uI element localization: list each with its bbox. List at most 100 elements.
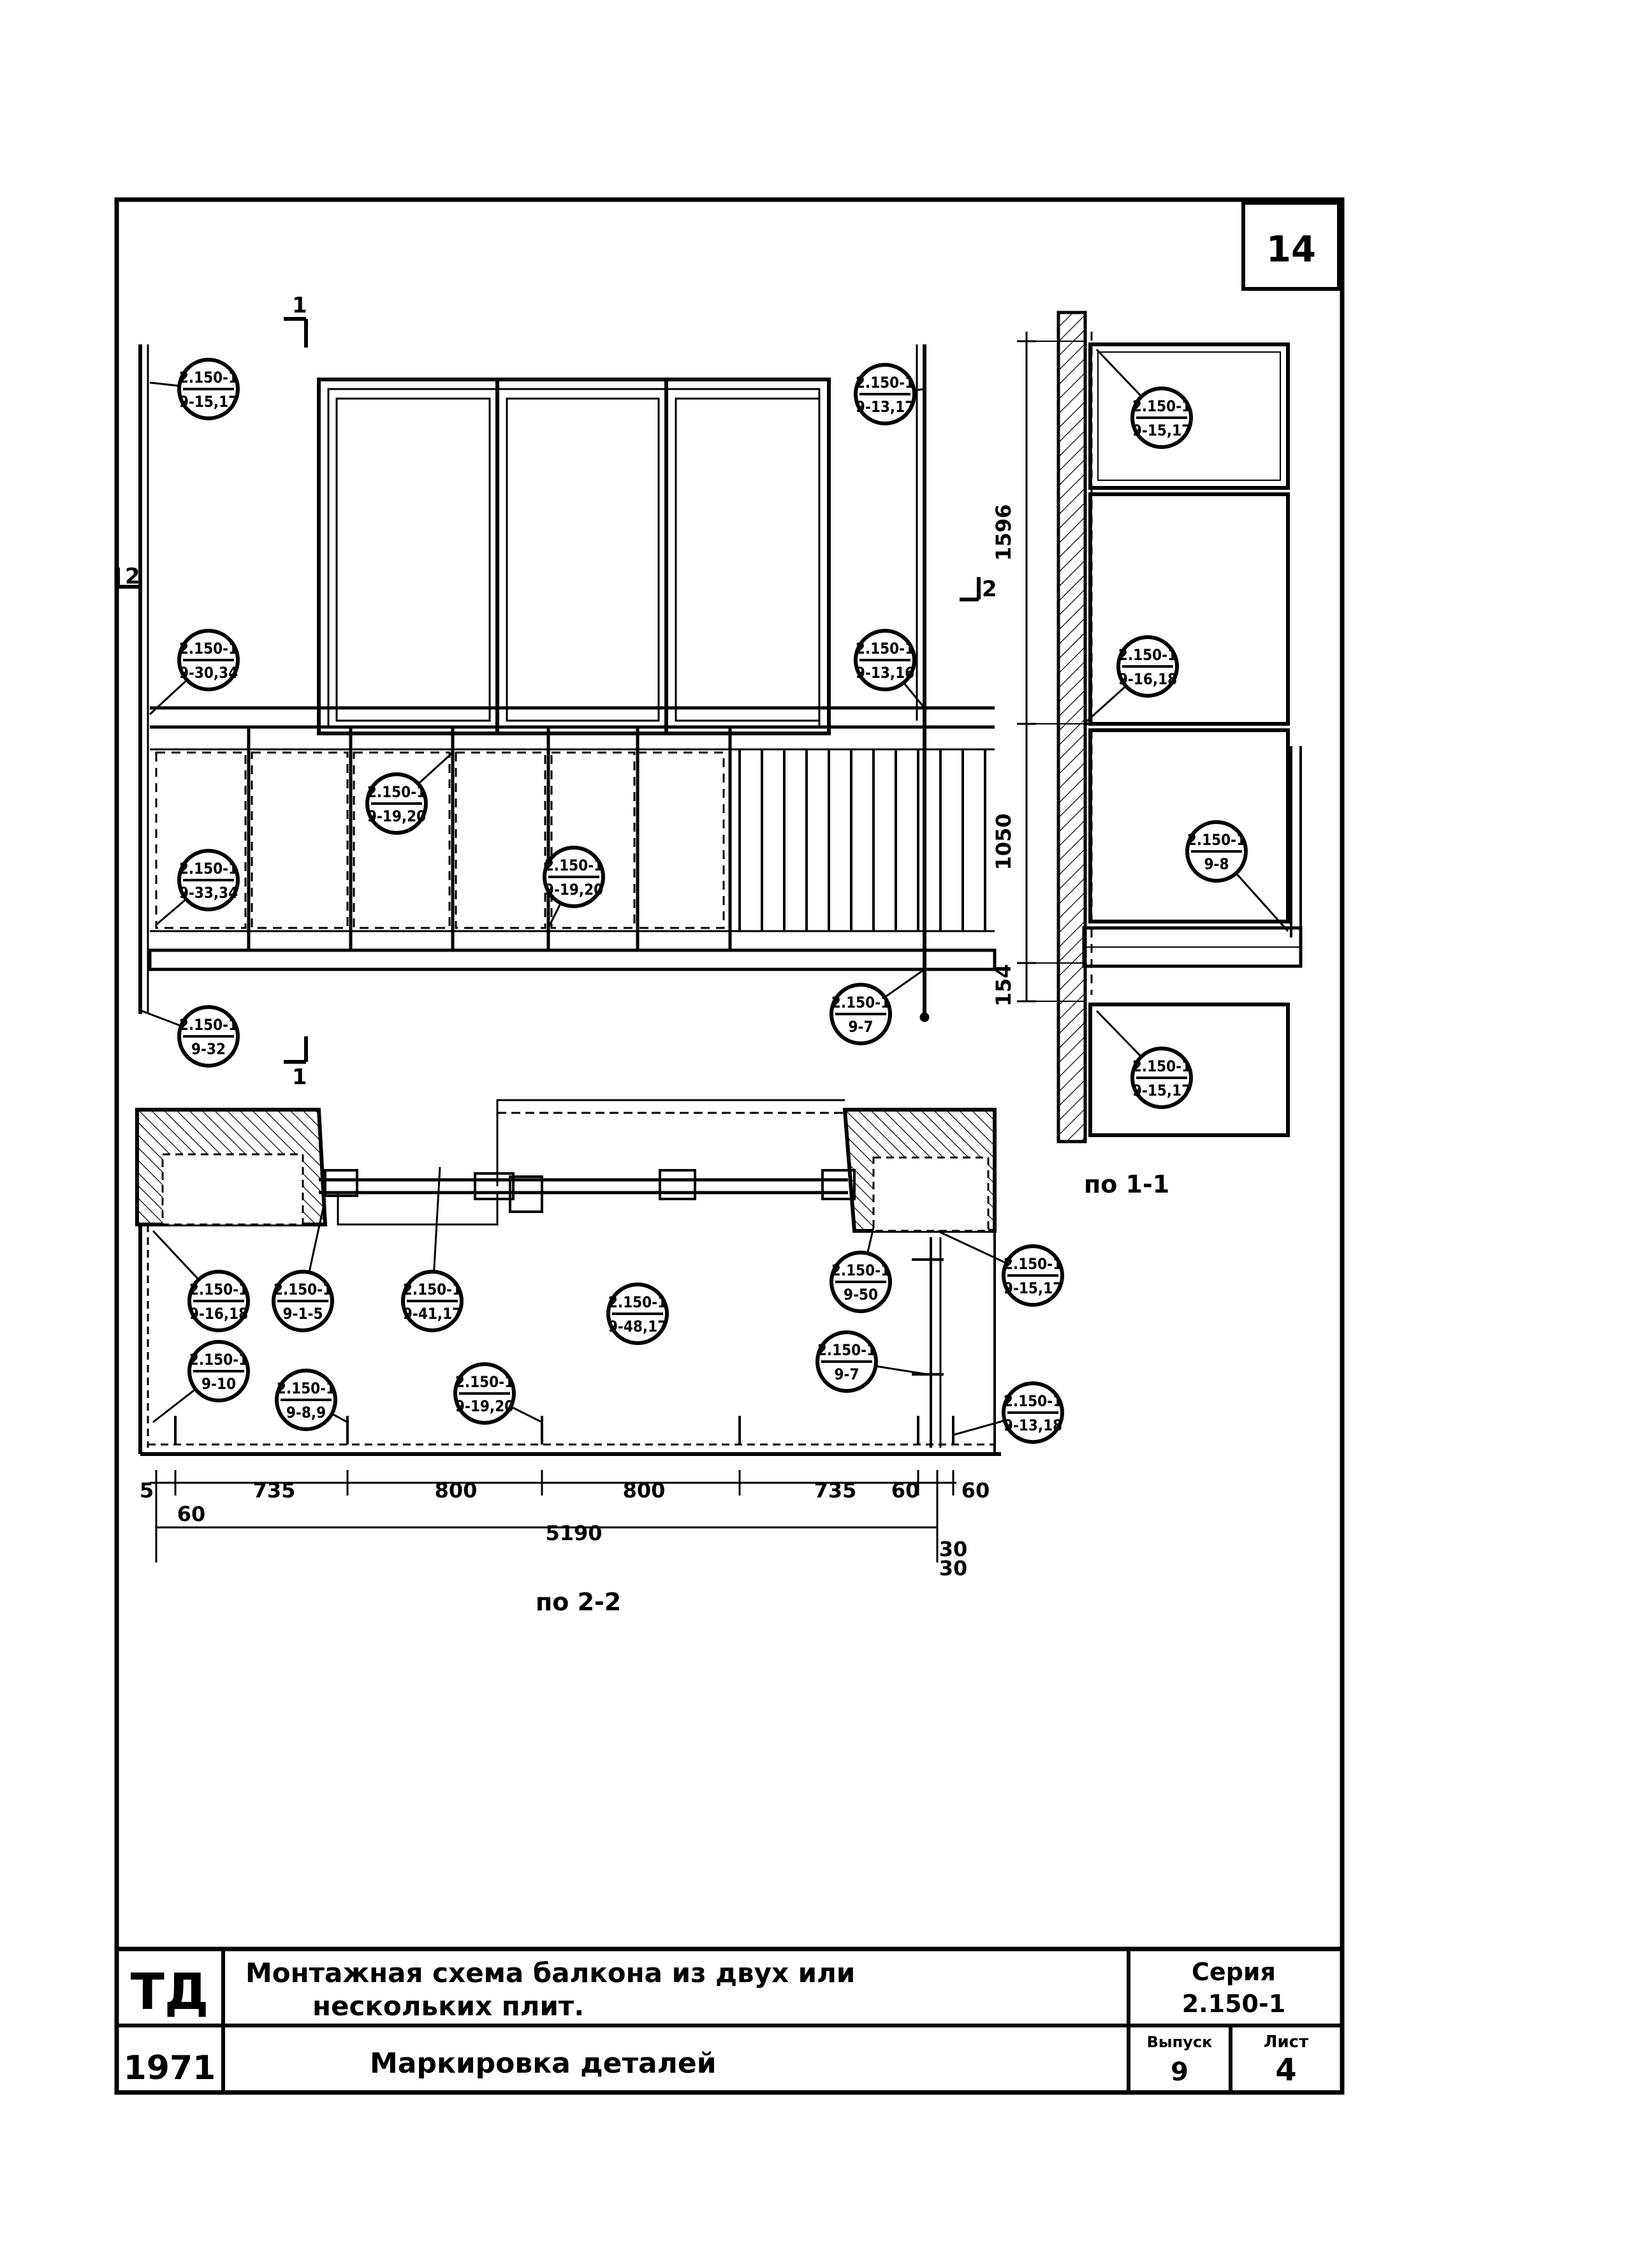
dim-800-right: 800 [623,1478,666,1503]
plan-callouts: 2.150-19-16,182.150-19-1-52.150-19-41,17… [152,1166,1064,1444]
callout-series: 2.150-1 [274,1281,332,1298]
dim-1050: 1050 [991,813,1016,870]
callout-series: 2.150-1 [1004,1255,1062,1273]
callout-mark: 9-48,17 [608,1318,667,1335]
callout-bubble: 2.150-1 9-19,20 [543,846,605,929]
title-block-org: ТД [131,1964,209,2021]
callout-mark: 9-19,20 [455,1397,514,1415]
section-1-1 [1017,311,1303,1143]
callout-series: 2.150-1 [179,1016,238,1034]
callout-series: 2.150-1 [817,1341,876,1359]
callout-mark: 9-13,17 [856,398,914,416]
callout-series: 2.150-1 [608,1293,667,1311]
callout-series: 2.150-1 [545,856,603,874]
callout-mark: 9-15,17 [1004,1279,1062,1297]
callout-bubble: 2.150-1 9-13,16 [854,629,926,709]
callout-series: 2.150-1 [1187,831,1246,849]
callout-mark: 9-15,17 [179,393,238,411]
callout-series: 2.150-1 [403,1281,462,1298]
dim-60-b: 60 [961,1478,990,1503]
callout-bubble: 2.150-19-1-5 [272,1198,334,1332]
callout-bubble: 2.150-19-30,34 [149,629,240,716]
section-1-1-label: по 1-1 [1084,1170,1169,1198]
callout-mark: 9-41,17 [403,1305,462,1323]
dim-30-b: 30 [939,1556,968,1580]
callout-bubble: 2.150-19-7 [815,1330,928,1393]
issue-label: Выпуск [1147,2033,1213,2051]
issue-value: 9 [1171,2057,1188,2087]
section-2-2-plan [135,1099,1001,1562]
callout-mark: 9-15,17 [1132,422,1191,439]
section-mark-2-left: 2 [125,564,140,589]
title-block-year: 1971 [124,2049,216,2087]
dim-60-c: 60 [177,1502,206,1526]
callout-series: 2.150-1 [179,860,238,878]
title-line-1: Монтажная схема балкона из двух или [245,1957,855,1989]
callout-series: 2.150-1 [277,1379,335,1397]
callout-mark: 9-16,18 [189,1305,248,1323]
callout-bubble: 2.150-19-33,34 [156,849,240,926]
callout-bubble: 2.150-1 9-8 [1185,820,1289,932]
callout-series: 2.150-1 [831,1261,890,1279]
elevation-callouts: 2.150-19-15,172.150-19-13,172.150-19-30,… [141,358,926,1068]
callout-series: 2.150-1 [367,783,426,801]
callout-bubble: 2.150-1 9-16,18 [152,1230,250,1332]
callout-bubble: 2.150-1 9-16,18 [1083,635,1179,725]
title-block-subtitle: Маркировка деталей [370,2047,717,2080]
callout-bubble: 2.150-1 9-32 [141,1005,240,1068]
callout-mark: 9-50 [844,1286,878,1304]
callout-mark: 9-19,20 [367,807,426,825]
sheet-label: Лист [1264,2033,1308,2052]
callout-bubble: 2.150-19-15,17 [149,358,240,420]
section-mark-1-top: 1 [292,293,307,318]
front-elevation [116,317,997,1064]
callout-series: 2.150-1 [189,1351,248,1369]
section-2-2-label: по 2-2 [536,1588,621,1616]
callout-bubble: 2.150-1 9-19,20 [365,751,454,835]
callout-mark: 9-10 [201,1375,236,1393]
callout-bubble: 2.150-1 9-13,17 [854,363,925,425]
callout-bubble: 2.150-1 9-50 [830,1227,892,1313]
callout-bubble: 2.150-1 9-15,17 [1095,348,1193,449]
callout-series: 2.150-1 [1004,1392,1062,1410]
callout-bubble: 2.150-19-13,18 [953,1381,1064,1444]
callout-mark: 9-32 [191,1040,226,1058]
dim-5: 5 [140,1478,154,1503]
dim-60-a: 60 [891,1478,920,1503]
dim-735-right: 735 [814,1478,857,1503]
callout-bubble: 2.150-19-15,17 [1095,1010,1193,1109]
callout-bubble: 2.150-1 9-15,17 [937,1230,1064,1307]
callout-mark: 9-8 [1204,855,1229,873]
title-block [114,1946,1345,2095]
callout-series: 2.150-1 [1132,397,1191,415]
dim-800-left: 800 [435,1478,478,1503]
callout-bubble: 2.150-1 9-48,17 [606,1283,669,1345]
dim-1596: 1596 [991,504,1016,561]
callout-bubble: 2.150-1 9-41,17 [401,1166,464,1332]
dim-30-a: 30 [939,1537,968,1561]
callout-series: 2.150-1 [856,374,914,392]
callout-series: 2.150-1 [831,994,890,1011]
callout-mark: 9-30,34 [179,664,238,682]
callout-series: 2.150-1 [455,1373,514,1391]
callout-bubble: 2.150-19-8,9 [275,1369,348,1431]
series-value: 2.150-1 [1182,1990,1285,2018]
callout-mark: 9-16,18 [1118,670,1177,688]
callout-bubble: 2.150-1 9-7 [830,968,925,1045]
callout-series: 2.150-1 [189,1281,248,1298]
callout-mark: 9-7 [848,1018,873,1036]
dim-735-left: 735 [253,1478,296,1503]
callout-mark: 9-13,16 [856,664,914,682]
callout-mark: 9-19,20 [545,881,603,899]
callout-mark: 9-15,17 [1132,1082,1191,1099]
section-mark-2-right: 2 [982,577,997,602]
section-callouts: 2.150-19-15,172.150-19-16,182.150-19-82.… [1083,348,1289,1109]
callout-bubble: 2.150-1 9-10 [152,1340,250,1423]
page-number: 14 [1266,229,1316,270]
series-label: Серия [1192,1958,1276,1986]
title-line-2: нескольких плит. [312,1990,584,2022]
callout-series: 2.150-1 [1118,646,1177,664]
callout-series: 2.150-1 [856,640,914,658]
dim-154: 154 [991,964,1016,1007]
